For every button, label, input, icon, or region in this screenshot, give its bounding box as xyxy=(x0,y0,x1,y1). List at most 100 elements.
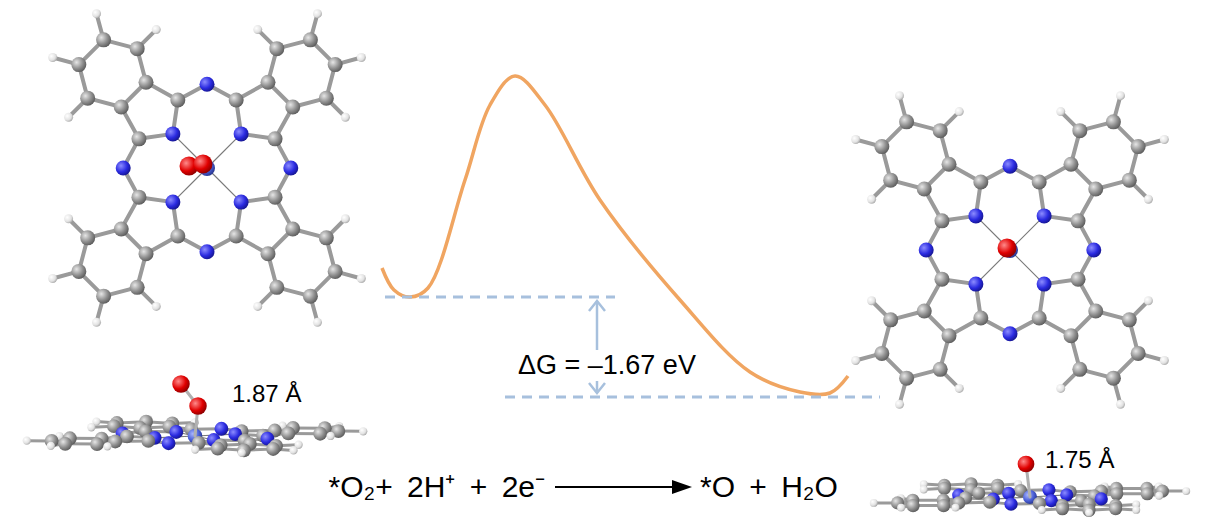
atom-ball xyxy=(917,303,932,318)
atom-ball xyxy=(58,437,72,451)
atom-ball xyxy=(170,92,185,107)
atom-ball xyxy=(303,32,318,47)
atom-ball xyxy=(1038,506,1046,514)
atom-ball xyxy=(211,442,225,456)
atom-ball xyxy=(87,423,95,431)
atom-ball xyxy=(1032,174,1047,189)
atom-ball xyxy=(229,92,244,107)
atom-ball xyxy=(200,244,215,259)
bond-length-label: 1.75 Å xyxy=(1045,446,1114,474)
atom-ball xyxy=(955,107,964,116)
atom-ball xyxy=(114,221,129,236)
atom-ball xyxy=(1155,492,1163,500)
atom-ball xyxy=(328,264,343,279)
atom-ball xyxy=(139,75,154,90)
atom-ball xyxy=(1032,311,1047,326)
reaction-arrow xyxy=(555,486,676,488)
atom-ball xyxy=(1110,487,1123,500)
atom-ball xyxy=(130,280,145,295)
atom-ball xyxy=(341,113,350,122)
atom-ball xyxy=(313,427,327,441)
atom-ball xyxy=(870,499,878,507)
atom-ball xyxy=(919,243,934,258)
atom-ball xyxy=(899,371,914,386)
atom-ball xyxy=(253,302,262,311)
atom-ball xyxy=(103,442,111,450)
atom-ball xyxy=(1056,502,1069,515)
atom-ball xyxy=(169,425,183,439)
atom-ball xyxy=(933,362,948,377)
atom-ball xyxy=(934,272,949,287)
atom-ball xyxy=(1122,173,1137,188)
atom-ball xyxy=(319,230,334,245)
atom-ball xyxy=(283,161,298,176)
atom-ball xyxy=(1072,362,1087,377)
atom-ball xyxy=(120,429,134,443)
atom-ball xyxy=(1003,159,1018,174)
atom-ball xyxy=(170,229,185,244)
oxygen-atom xyxy=(172,375,189,392)
atom-ball xyxy=(80,91,95,106)
atom-ball xyxy=(968,208,983,223)
atom-ball xyxy=(80,230,95,245)
atom-ball xyxy=(96,289,111,304)
atom-ball xyxy=(874,346,889,361)
atom-ball xyxy=(1132,506,1140,514)
atom-ball xyxy=(942,157,957,172)
atom-ball xyxy=(266,442,280,456)
product-equation: *O + H₂O xyxy=(700,470,838,505)
atom-ball xyxy=(1160,135,1169,144)
atom-ball xyxy=(1037,208,1052,223)
atom-ball xyxy=(1063,157,1078,172)
atom-ball xyxy=(1082,504,1095,517)
atom-ball xyxy=(229,229,244,244)
atom-ball xyxy=(895,91,904,100)
atom-ball xyxy=(200,77,215,92)
atom-ball xyxy=(899,114,914,129)
atom-ball xyxy=(131,190,146,205)
atom-ball xyxy=(152,302,161,311)
atom-ball xyxy=(883,173,898,188)
atom-ball xyxy=(359,427,367,435)
atom-ball xyxy=(1004,498,1017,511)
initial-level-line xyxy=(385,296,615,299)
atom-ball xyxy=(972,486,985,499)
arrow-head xyxy=(672,480,692,494)
atom-ball xyxy=(260,246,275,261)
atom-ball xyxy=(1141,487,1154,500)
atom-ball xyxy=(313,9,322,18)
atom-ball xyxy=(341,214,350,223)
atom-ball xyxy=(906,499,919,512)
atom-ball xyxy=(883,312,898,327)
atom-ball xyxy=(162,436,176,450)
oxygen-atom xyxy=(189,397,206,414)
molecule xyxy=(870,456,1190,517)
atom-ball xyxy=(92,9,101,18)
atom-ball xyxy=(238,449,246,457)
atom-ball xyxy=(215,422,229,436)
atom-ball xyxy=(1144,296,1153,305)
atom-ball xyxy=(973,174,988,189)
atom-ball xyxy=(1116,91,1125,100)
atom-ball xyxy=(942,328,957,343)
atom-ball xyxy=(114,100,129,115)
atom-ball xyxy=(1106,371,1121,386)
atom-ball xyxy=(234,195,249,210)
oxygen-atom xyxy=(998,239,1017,258)
atom-ball xyxy=(92,318,101,327)
atom-ball xyxy=(973,311,988,326)
atom-ball xyxy=(23,437,31,445)
atom-ball xyxy=(357,53,366,62)
atom-ball xyxy=(1085,509,1093,517)
atom-ball xyxy=(1182,487,1190,495)
atom-ball xyxy=(130,41,145,56)
atom-ball xyxy=(116,161,131,176)
atom-ball xyxy=(48,274,57,283)
atom-ball xyxy=(920,486,928,494)
energy-label: ΔG = –1.67 eV xyxy=(515,350,699,381)
atom-ball xyxy=(1131,139,1146,154)
atom-ball xyxy=(851,356,860,365)
atom-ball xyxy=(895,400,904,409)
